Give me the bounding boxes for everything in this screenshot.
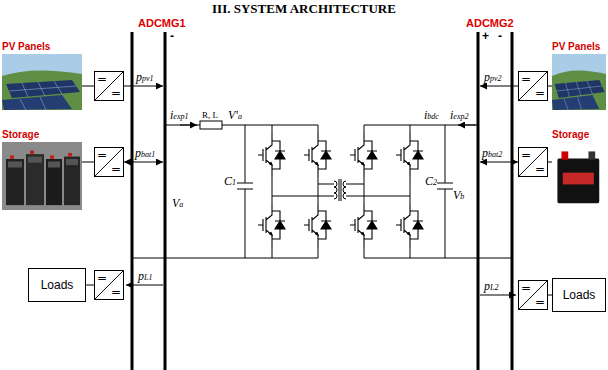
load-label: Loads [41, 278, 74, 292]
voltage-label: Vb [453, 188, 464, 204]
wire-connector [82, 162, 94, 163]
converter-symbol: = [535, 296, 545, 308]
bus-name: ADCMG2 [466, 17, 514, 29]
converter-symbol: = [521, 149, 531, 161]
power-label: ppv1 [136, 70, 154, 86]
photo-illustration [552, 142, 606, 208]
voltage-label: V'a [228, 108, 242, 124]
converter-symbol: = [111, 163, 121, 175]
converter-symbol: = [97, 73, 107, 85]
current-label: ibdc [424, 108, 439, 124]
current-label: iexp1 [170, 108, 188, 124]
polarity-sign: - [498, 30, 502, 42]
dc-dc-converter: == [518, 147, 548, 177]
diagram-title: III. SYSTEM ARCHITECTURE [0, 1, 608, 17]
polarity-sign: + [482, 30, 489, 42]
photo-illustration [2, 142, 82, 210]
component-label: PV Panels [2, 40, 82, 53]
voltage-label: Va [172, 196, 183, 212]
capacitor-label: C1 [224, 174, 236, 190]
dc-dc-converter: == [518, 71, 548, 101]
wire-connector [86, 285, 94, 286]
load-label: Loads [563, 288, 596, 302]
power-label: pbat2 [482, 146, 502, 162]
component-label: Storage [552, 128, 606, 141]
converter-symbol: = [111, 87, 121, 99]
power-label: pL2 [484, 279, 498, 295]
pv-array-photo: PV Panels [552, 40, 606, 110]
dc-dc-converter: == [518, 280, 548, 310]
pv-array-photo: PV Panels [2, 40, 82, 110]
converter-symbol: = [521, 282, 531, 294]
storage-photo: Storage [552, 128, 606, 208]
storage-photo: Storage [2, 128, 82, 210]
capacitor-label: C2 [425, 174, 437, 190]
dc-dc-converter: == [94, 71, 124, 101]
dc-dc-converter: == [94, 147, 124, 177]
power-label: pbat1 [135, 146, 155, 162]
polarity-sign: - [170, 30, 174, 42]
component-label: Storage [2, 128, 82, 141]
bus-name: ADCMG1 [138, 17, 186, 29]
photo-illustration [2, 54, 82, 110]
converter-symbol: = [535, 87, 545, 99]
power-label: pL1 [138, 269, 152, 285]
converter-symbol: = [535, 163, 545, 175]
wire-connector [548, 162, 552, 163]
power-label: ppv2 [484, 70, 502, 86]
converter-symbol: = [111, 286, 121, 298]
converter-symbol: = [521, 73, 531, 85]
load-box: Loads [552, 278, 606, 312]
converter-symbol: = [97, 272, 107, 284]
photo-illustration [552, 54, 606, 110]
wire-connector [548, 86, 552, 87]
current-label: iexp2 [450, 108, 468, 124]
converter-symbol: = [97, 149, 107, 161]
wire-connector [82, 86, 94, 87]
impedance-label: R, L [202, 109, 218, 121]
component-label: PV Panels [552, 40, 606, 53]
load-box: Loads [28, 268, 86, 302]
dc-dc-converter: == [94, 270, 124, 300]
